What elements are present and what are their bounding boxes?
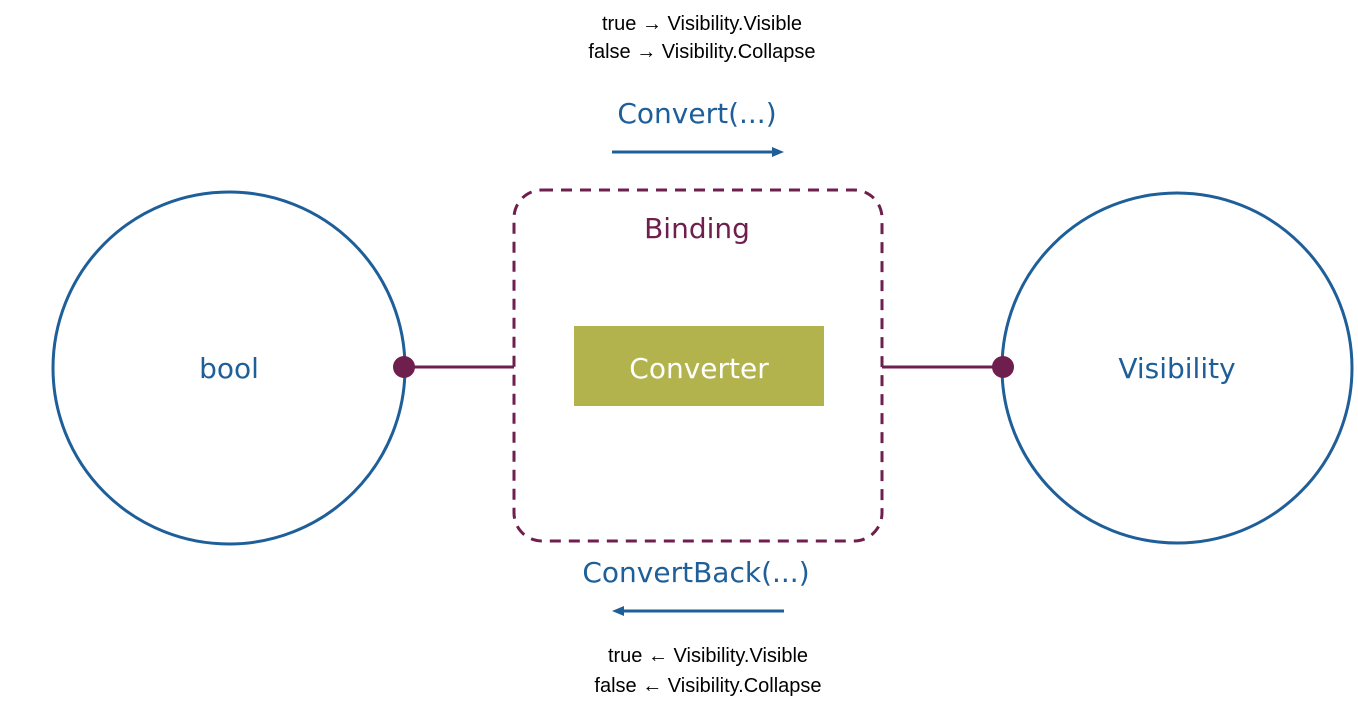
convert-mapping-line-1: true → Visibility.Visible xyxy=(602,13,802,35)
source-connector-dot-icon xyxy=(393,356,415,378)
convert-back-mapping-line-2: false ← Visibility.Collapse xyxy=(594,675,821,697)
convert-back-mapping-line-1: true ← Visibility.Visible xyxy=(608,645,808,667)
arrow-right-icon xyxy=(612,147,784,157)
source-node-label: bool xyxy=(199,352,259,385)
target-node-label: Visibility xyxy=(1118,352,1235,385)
arrow-left-icon xyxy=(612,606,784,616)
converter-box xyxy=(574,326,824,406)
binding-box xyxy=(512,188,884,543)
convert-method-label: Convert(...) xyxy=(617,97,776,130)
converter-label: Converter xyxy=(629,352,769,385)
binding-label: Binding xyxy=(644,212,750,245)
convert-back-method-label: ConvertBack(...) xyxy=(582,556,809,589)
convert-mapping-line-2: false → Visibility.Collapse xyxy=(588,41,815,63)
target-connector-dot-icon xyxy=(992,356,1014,378)
